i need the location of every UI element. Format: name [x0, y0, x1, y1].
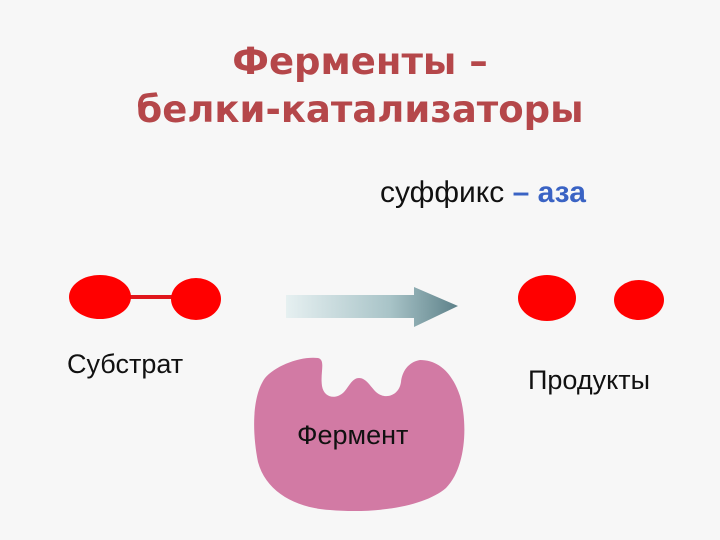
substrate-atom-right	[171, 278, 221, 320]
enzyme-shape	[254, 357, 465, 512]
substrate-molecule	[69, 275, 221, 320]
product-molecules	[518, 275, 664, 321]
enzyme-label: Фермент	[297, 420, 409, 450]
product-atom-2	[614, 280, 664, 320]
suffix-word: суффикс	[380, 176, 505, 209]
slide-title: Ферменты – белки-катализаторы	[0, 38, 720, 134]
products-label: Продукты	[528, 365, 650, 395]
title-line-1: Ферменты –	[232, 40, 488, 83]
suffix-dash: –	[512, 176, 530, 209]
substrate-label: Субстрат	[67, 349, 184, 379]
reaction-arrow-icon	[286, 287, 458, 327]
product-atom-1	[518, 275, 576, 321]
title-line-2: белки-катализаторы	[136, 88, 584, 131]
suffix-ending: аза	[537, 176, 586, 209]
suffix-note: суффикс – аза	[380, 176, 586, 210]
substrate-atom-left	[69, 275, 131, 319]
